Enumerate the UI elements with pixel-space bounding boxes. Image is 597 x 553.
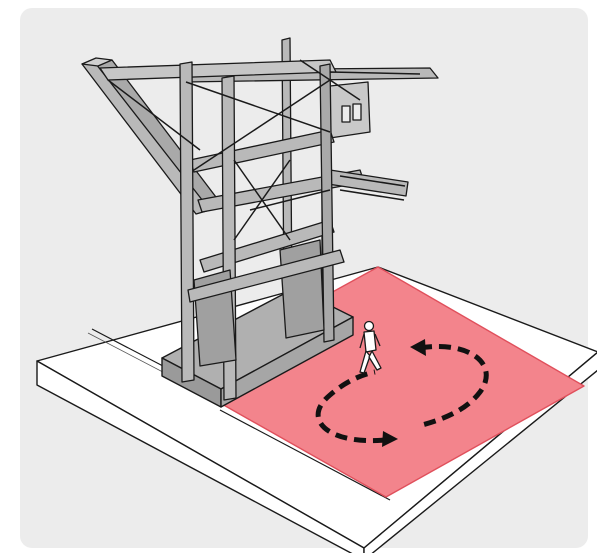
crane-zone-illustration bbox=[0, 0, 597, 553]
illustration-canvas bbox=[0, 0, 597, 553]
